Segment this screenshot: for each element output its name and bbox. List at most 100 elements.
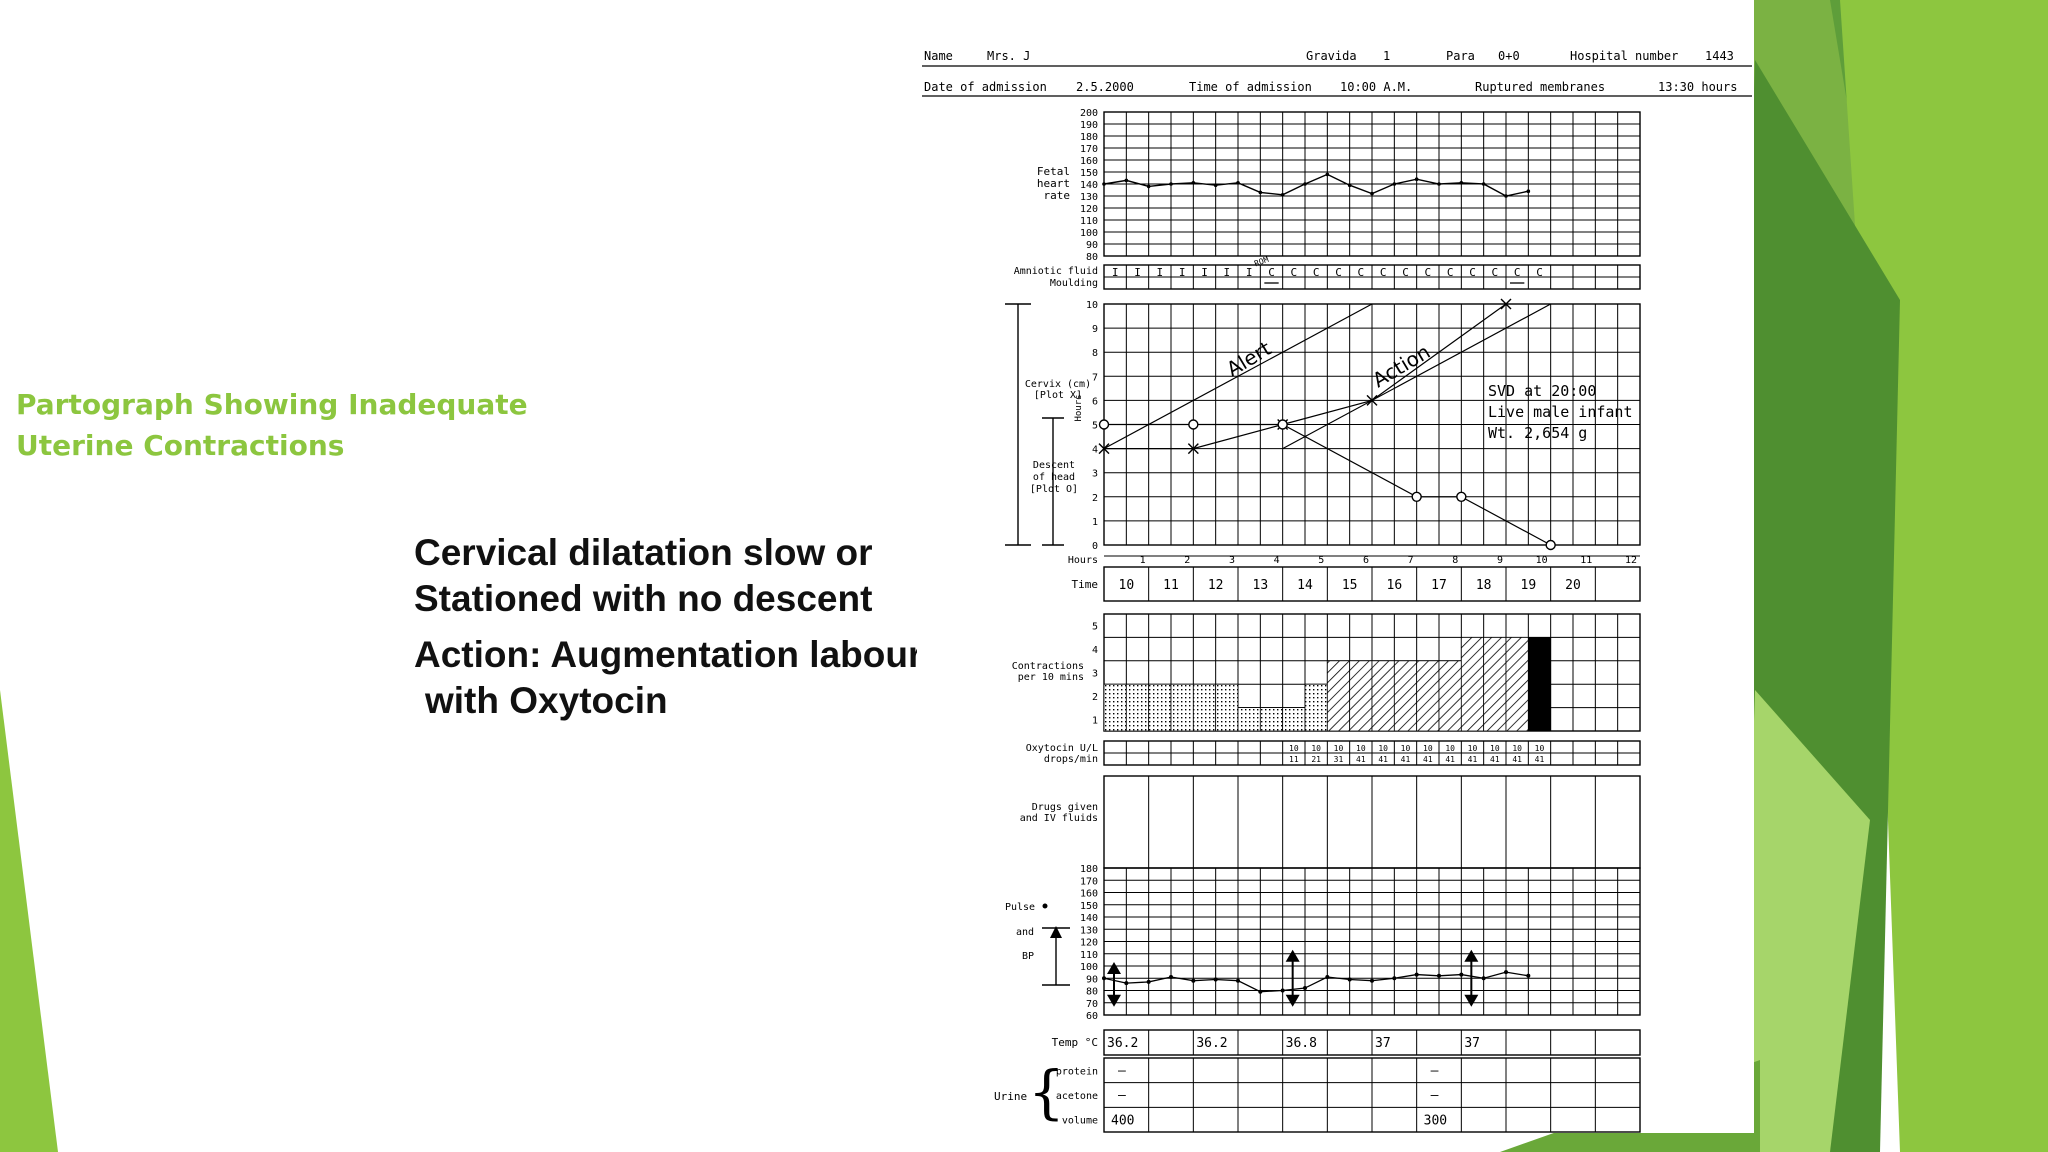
oxytocin-top-value: 10 bbox=[1334, 744, 1344, 753]
header-hospital-value: 1443 bbox=[1705, 49, 1734, 63]
fhr-point bbox=[1481, 182, 1486, 186]
pulse-point bbox=[1213, 977, 1218, 982]
pulse-point bbox=[1437, 973, 1441, 978]
moulding-label: Moulding bbox=[1050, 278, 1098, 289]
cervix-tick-label: 6 bbox=[1092, 396, 1098, 407]
fhr-series-line bbox=[1103, 173, 1529, 197]
oxytocin-top-value: 10 bbox=[1401, 744, 1411, 753]
header-admission-date-value: 2.5.2000 bbox=[1076, 80, 1134, 94]
left-green-shard bbox=[0, 690, 58, 1152]
bp-arrow-down bbox=[1464, 994, 1479, 1007]
descent-axis-label: Descent bbox=[1033, 460, 1075, 471]
time-value: 10 bbox=[1119, 578, 1135, 593]
liquor-value: I bbox=[1201, 266, 1208, 279]
fhr-point bbox=[1258, 190, 1263, 195]
fhr-point bbox=[1370, 191, 1374, 196]
oxytocin-grid bbox=[1103, 740, 1641, 766]
fhr-point bbox=[1213, 183, 1218, 187]
descent-series-line bbox=[1104, 423, 1551, 546]
pulse-tick-label: 90 bbox=[1086, 974, 1098, 985]
liquor-value: I bbox=[1179, 266, 1186, 279]
pulse-point bbox=[1459, 972, 1464, 977]
temp-label: Temp °C bbox=[1052, 1036, 1098, 1049]
hours-tick-label: 10 bbox=[1536, 555, 1548, 566]
cervix-tick-label: 8 bbox=[1092, 348, 1098, 359]
urine-volume-value: 300 bbox=[1424, 1114, 1447, 1129]
liquor-label: Amniotic fluid bbox=[1014, 266, 1098, 277]
header-admission-time-label: Time of admission bbox=[1189, 80, 1312, 94]
temp-value: 36.2 bbox=[1107, 1036, 1138, 1051]
pulse-grid bbox=[1103, 867, 1641, 1016]
pulse-tick-label: 120 bbox=[1080, 938, 1098, 949]
liquor-value: C bbox=[1514, 266, 1521, 279]
pulse-tick-label: 110 bbox=[1080, 950, 1098, 961]
time-row-label: Time bbox=[1072, 578, 1099, 591]
pulse-point bbox=[1236, 978, 1240, 983]
header-name-value: Mrs. J bbox=[987, 49, 1030, 63]
pulse-point bbox=[1481, 976, 1486, 981]
hours-tick-label: 5 bbox=[1318, 555, 1324, 566]
contraction-bar bbox=[1103, 683, 1127, 732]
oxytocin-top-value: 10 bbox=[1468, 744, 1478, 753]
oxytocin-bottom-value: 31 bbox=[1334, 755, 1344, 764]
contraction-bar bbox=[1148, 683, 1172, 732]
pulse-label: Pulse bbox=[1005, 902, 1035, 913]
pulse-point bbox=[1146, 979, 1151, 984]
pulse-point bbox=[1258, 989, 1263, 994]
point1-line-1: Cervical dilatation slow or bbox=[414, 532, 873, 573]
bp-arrow-down bbox=[1285, 994, 1300, 1007]
oxytocin-label: Oxytocin U/L bbox=[1026, 743, 1098, 754]
oxytocin-bottom-value: 41 bbox=[1401, 755, 1411, 764]
contractions-tick-label: 2 bbox=[1092, 692, 1098, 703]
time-value: 17 bbox=[1431, 578, 1447, 593]
oxytocin-bottom-value: 41 bbox=[1512, 755, 1522, 764]
fhr-tick-label: 110 bbox=[1080, 216, 1098, 227]
fhr-point bbox=[1236, 181, 1240, 185]
oxytocin-bottom-value: 41 bbox=[1356, 755, 1366, 764]
right-green-pale-shard bbox=[1740, 690, 1870, 1152]
urine-label: Urine bbox=[994, 1090, 1027, 1103]
header-admission-date-label: Date of admission bbox=[924, 80, 1047, 94]
pulse-point bbox=[1526, 973, 1531, 978]
slide-title-line-1: Partograph Showing Inadequate bbox=[16, 388, 528, 421]
oxytocin-bottom-value: 11 bbox=[1289, 755, 1299, 764]
descent-axis-label: of head bbox=[1033, 472, 1075, 483]
point1-line-2: Stationed with no descent bbox=[414, 578, 873, 619]
fhr-tick-label: 170 bbox=[1080, 144, 1098, 155]
dilatation-x-mark bbox=[1500, 298, 1512, 310]
liquor-value: I bbox=[1224, 266, 1231, 279]
hours-tick-label: 3 bbox=[1229, 555, 1235, 566]
contraction-bar bbox=[1304, 683, 1328, 732]
liquor-value: C bbox=[1536, 266, 1543, 279]
liquor-value: C bbox=[1313, 266, 1320, 279]
cervix-tick-label: 1 bbox=[1092, 517, 1098, 528]
liquor-value: C bbox=[1358, 266, 1365, 279]
drugs-label: and IV fluids bbox=[1020, 813, 1098, 824]
header-hospital-label: Hospital number bbox=[1570, 49, 1678, 63]
hours-tick-label: 6 bbox=[1363, 555, 1369, 566]
action-line bbox=[1282, 303, 1551, 450]
drugs-label: Drugs given bbox=[1032, 802, 1098, 813]
descent-o-mark bbox=[1098, 419, 1110, 430]
cervix-tick-label: 10 bbox=[1086, 300, 1098, 311]
oxytocin-bottom-value: 41 bbox=[1378, 755, 1388, 764]
temp-value: 36.2 bbox=[1196, 1036, 1227, 1051]
oxytocin-top-value: 10 bbox=[1289, 744, 1299, 753]
pulse-point bbox=[1347, 977, 1352, 982]
fhr-point bbox=[1504, 194, 1508, 198]
liquor-value: C bbox=[1492, 266, 1499, 279]
time-value: 12 bbox=[1208, 578, 1224, 593]
bp-arrow-down bbox=[1107, 994, 1121, 1007]
oxytocin-top-value: 10 bbox=[1311, 744, 1321, 753]
cervix-axis-label: [Plot X] bbox=[1034, 390, 1082, 401]
liquor-value: C bbox=[1402, 266, 1409, 279]
descent-axis-label: [Plot O] bbox=[1030, 484, 1078, 495]
liquor-value: I bbox=[1134, 266, 1141, 279]
header-name-label: Name bbox=[924, 49, 953, 63]
hours-tick-label: 8 bbox=[1452, 555, 1458, 566]
fhr-tick-label: 160 bbox=[1080, 156, 1098, 167]
pulse-point bbox=[1392, 976, 1397, 981]
contraction-bar bbox=[1527, 637, 1552, 732]
time-value: 13 bbox=[1253, 578, 1269, 593]
